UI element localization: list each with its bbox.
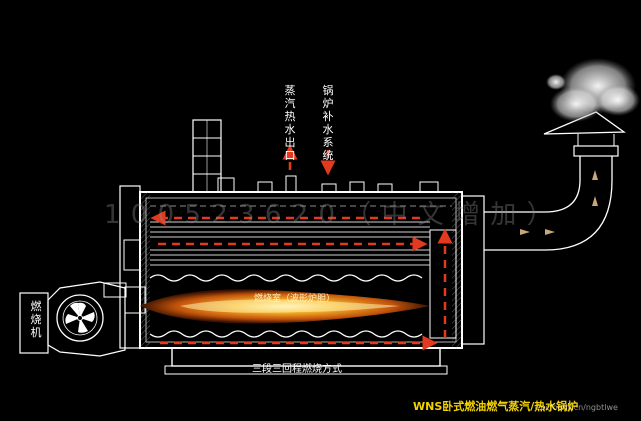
steam-outlet-label: 蒸汽热水出口 <box>284 84 296 162</box>
watermark-text: 1 0 0 5 2 3 6 2 0 （ 中 文 增 加 ） <box>104 200 554 230</box>
flue-gas-flow-arrows <box>150 144 453 351</box>
tube-bank-upper <box>150 221 430 238</box>
burner-label: 燃烧机 <box>30 300 42 339</box>
combustion-chamber-label: 燃烧室（波形炉胆） <box>254 294 336 304</box>
feedwater-system-label: 锅炉补水系统 <box>322 84 334 162</box>
site-watermark: cpcfoody.cn/ngbtlwe <box>536 403 618 412</box>
diagram-caption: WNS卧式燃油燃气蒸汽/热水锅炉 <box>413 400 579 413</box>
burner-flame <box>140 289 430 324</box>
smoke-plume <box>546 58 640 122</box>
chimney-duct <box>484 111 626 251</box>
boiler-shell <box>119 119 485 375</box>
corrugated-furnace <box>149 274 423 338</box>
tube-bank-middle <box>150 249 430 266</box>
combustion-method-label: 三段三回程燃烧方式 <box>252 364 342 375</box>
